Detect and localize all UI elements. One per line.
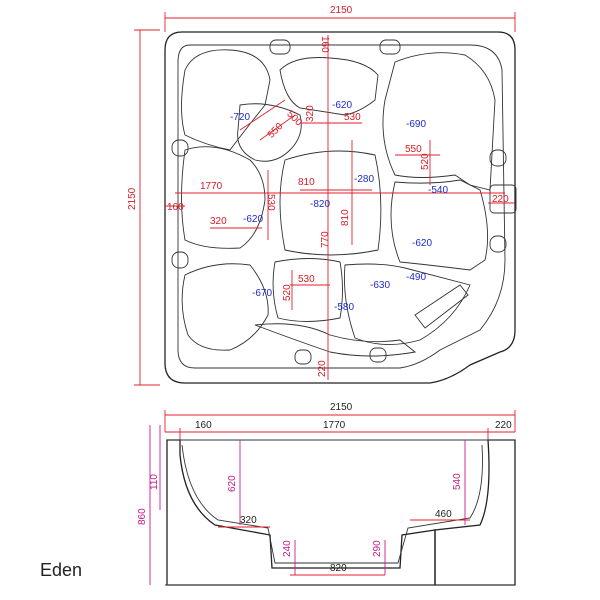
- svg-text:240: 240: [282, 540, 293, 557]
- pillow-4: [171, 251, 189, 269]
- seat-bottom-right: [344, 263, 471, 345]
- center-footwell: [279, 150, 382, 256]
- svg-text:520: 520: [282, 284, 293, 301]
- svg-text:290: 290: [372, 540, 383, 557]
- section-inner-contour: [181, 444, 483, 564]
- svg-text:160: 160: [167, 202, 184, 213]
- svg-text:810: 810: [298, 177, 315, 188]
- svg-text:220: 220: [317, 360, 328, 377]
- skimmer: [489, 184, 517, 214]
- top-height-label: 2150: [127, 187, 138, 210]
- svg-text:220: 220: [495, 420, 512, 431]
- svg-text:-670: -670: [252, 288, 272, 299]
- seat-bottom-left: [181, 263, 269, 351]
- svg-text:820: 820: [330, 563, 347, 574]
- pillow-7: [294, 349, 312, 365]
- seat-top-center: [279, 57, 379, 116]
- svg-text:320: 320: [305, 105, 316, 122]
- svg-text:160: 160: [319, 36, 330, 53]
- svg-text:-720: -720: [230, 112, 250, 123]
- model-name: Eden: [40, 560, 83, 580]
- seat-bottom-center: [272, 258, 343, 322]
- pillow-8: [369, 347, 387, 363]
- lounger-step: [414, 284, 469, 329]
- svg-text:160: 160: [195, 420, 212, 431]
- svg-text:320: 320: [240, 515, 257, 526]
- svg-text:770: 770: [320, 231, 331, 248]
- svg-text:620: 620: [227, 475, 238, 492]
- section-outer-shell: [166, 439, 436, 586]
- svg-text:-490: -490: [406, 272, 426, 283]
- svg-text:860: 860: [137, 508, 148, 525]
- seat-top-right: [382, 52, 496, 191]
- svg-text:-690: -690: [406, 119, 426, 130]
- svg-text:-620: -620: [243, 214, 263, 225]
- svg-text:-820: -820: [310, 199, 330, 210]
- top-view: 2150 2150: [127, 5, 517, 386]
- svg-text:-280: -280: [354, 174, 374, 185]
- tub-outer-shell: [164, 31, 516, 384]
- pillow-5: [489, 149, 507, 167]
- svg-text:540: 540: [452, 473, 463, 490]
- section-width-label: 2150: [330, 402, 353, 413]
- svg-text:530: 530: [298, 274, 315, 285]
- svg-text:810: 810: [340, 209, 351, 226]
- svg-text:1770: 1770: [200, 181, 223, 192]
- tub-inner-rim: [177, 44, 506, 369]
- svg-text:320: 320: [210, 216, 227, 227]
- seat-left: [181, 146, 266, 249]
- svg-text:520: 520: [420, 153, 431, 170]
- svg-text:-540: -540: [428, 185, 448, 196]
- pillow-6: [489, 235, 507, 253]
- lounger-bottom-wave: [254, 323, 417, 357]
- seat-diagonal-lounger: [237, 103, 302, 162]
- section-view: 2150 160 1770 220 860 110 620 320 240 82…: [137, 402, 516, 586]
- svg-text:-630: -630: [370, 280, 390, 291]
- seat-top-left: [181, 49, 271, 151]
- top-width-label: 2150: [330, 5, 353, 16]
- svg-text:-620: -620: [332, 100, 352, 111]
- svg-text:530: 530: [344, 112, 361, 123]
- pillow-1: [269, 39, 291, 55]
- svg-text:220: 220: [492, 194, 509, 205]
- svg-text:110: 110: [149, 474, 160, 490]
- pillow-2: [379, 39, 401, 55]
- svg-text:-620: -620: [412, 238, 432, 249]
- svg-text:460: 460: [435, 509, 452, 520]
- svg-text:550: 550: [405, 144, 422, 155]
- pillow-3: [171, 139, 189, 157]
- svg-text:530: 530: [265, 194, 276, 211]
- svg-text:-580: -580: [334, 302, 354, 313]
- seat-right: [390, 179, 489, 271]
- svg-text:1770: 1770: [323, 420, 346, 431]
